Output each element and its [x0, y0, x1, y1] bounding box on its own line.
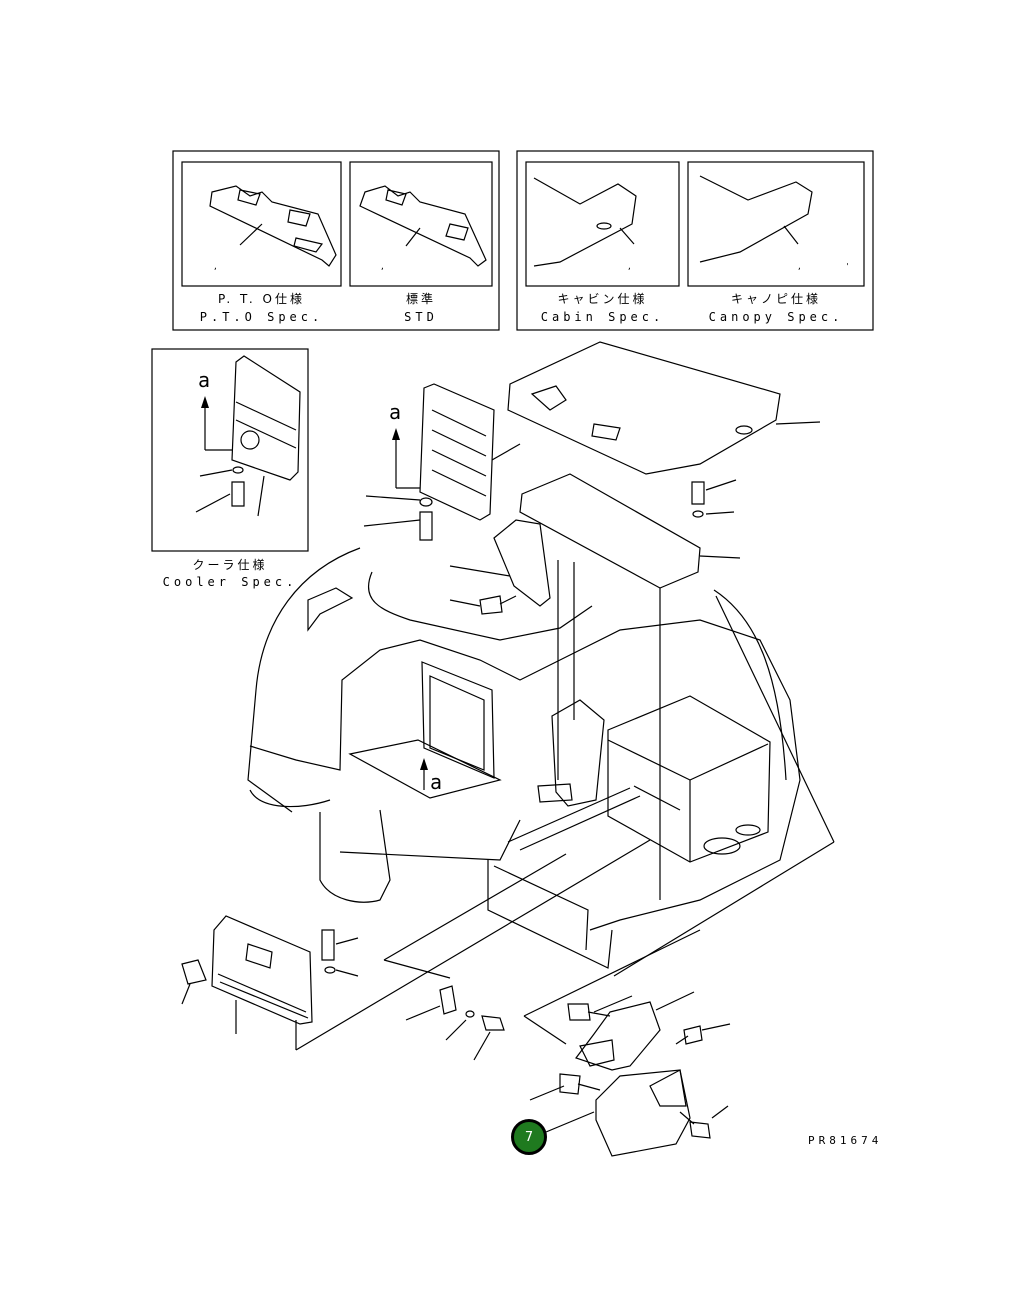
inset-pto-comma: ,: [213, 262, 222, 271]
inset-canopy-label-en: Canopy Spec.: [708, 310, 844, 324]
view-arrows: [201, 396, 428, 770]
inset-pto-label-en: P.T.O Spec.: [199, 310, 324, 324]
plate-bolts: [691, 479, 737, 518]
inset-pto-label-jp: P. T. O仕様: [218, 292, 305, 306]
center-bracket: [449, 519, 575, 780]
callout-7-badge[interactable]: 7: [511, 1119, 547, 1155]
inset-cabin-comma: ,: [627, 262, 636, 271]
inset-std-label-en: STD: [404, 310, 438, 324]
cooler-label-jp: クーラ仕様: [192, 558, 268, 572]
inset-cabin-label-jp: キャビン仕様: [557, 292, 648, 306]
inset-canopy-label-jp: キャノピ仕様: [730, 292, 821, 306]
cabin-floor-mat: [533, 177, 637, 267]
step-bracket: [567, 991, 731, 1071]
view-marker-frame: a: [430, 770, 443, 794]
inset-frame-left: [172, 150, 500, 331]
cooler-label-en: Cooler Spec.: [162, 575, 298, 589]
inset-frame-right: [516, 150, 874, 331]
step-box: [529, 1069, 729, 1157]
view-marker-grille: a: [389, 400, 402, 424]
view-marker-cooler: a: [198, 368, 211, 392]
leader-lines-bottom: [295, 839, 701, 1051]
inset-std-label-jp: 標準: [405, 292, 436, 306]
drawing-number: PR81674: [808, 1134, 883, 1147]
inset-cabin-label-en: Cabin Spec.: [540, 310, 665, 324]
main-grille: [363, 383, 521, 541]
pto-floor-plate: [209, 185, 337, 267]
small-parts: [405, 985, 505, 1061]
std-floor-plate: [359, 185, 487, 267]
inset-canopy-tick: ': [845, 262, 854, 271]
front-cover: [181, 915, 359, 1034]
cooler-grille: [195, 355, 301, 517]
revolving-frame: [247, 547, 835, 977]
cover-plate: [519, 473, 741, 900]
inset-canopy-comma: ,: [797, 262, 806, 271]
floor-mat: [507, 341, 821, 475]
inset-std-comma: ,: [380, 262, 389, 271]
canopy-floor-mat: [699, 175, 813, 263]
cooler-inset-frame: [151, 348, 309, 552]
